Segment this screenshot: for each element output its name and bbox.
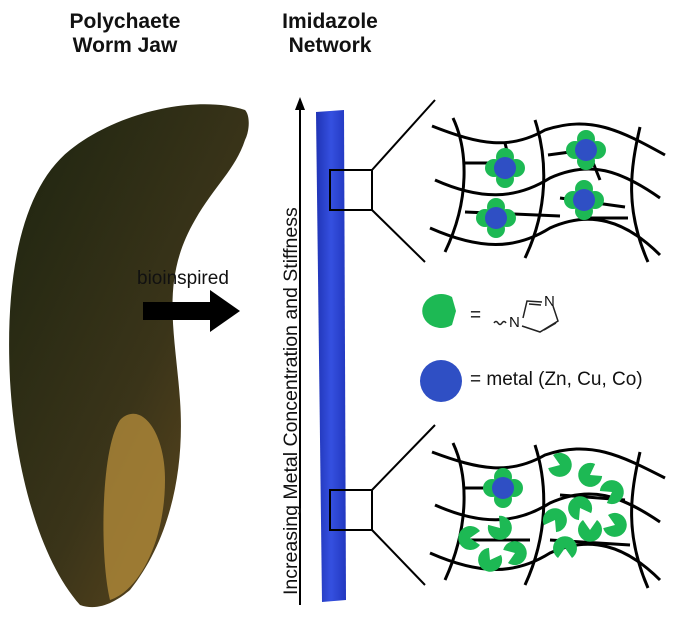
bioinspired-label: bioinspired [137, 268, 229, 289]
title-worm-jaw: Polychaete Worm Jaw [45, 10, 205, 58]
network-high-metal [429, 117, 666, 263]
imidazole-network-sample [316, 99, 436, 602]
legend-ligand-symbol [422, 293, 456, 328]
imidazole-atom-n3: N [544, 293, 555, 310]
legend-metal-text: = metal (Zn, Cu, Co) [470, 369, 643, 390]
title-line: Polychaete [69, 10, 181, 33]
legend-ligand-equals: = [470, 305, 482, 326]
title-line: Worm Jaw [72, 34, 178, 57]
legend-metal-symbol [420, 360, 462, 402]
title-line: Network [288, 34, 372, 57]
imidazole-atom-n1: N [509, 314, 520, 331]
zoom-box-top [329, 169, 373, 211]
worm-jaw-image [9, 104, 249, 608]
zoom-box-bottom [329, 489, 373, 531]
imidazole-structure [493, 300, 559, 333]
stiffness-axis-label: Increasing Metal Concentration and Stiff… [280, 207, 302, 595]
title-imidazole-network: Imidazole Network [265, 10, 395, 58]
stiffness-axis-arrow [295, 97, 305, 605]
network-low-metal [429, 442, 666, 589]
bioinspired-arrow [143, 290, 240, 332]
title-line: Imidazole [282, 10, 378, 33]
